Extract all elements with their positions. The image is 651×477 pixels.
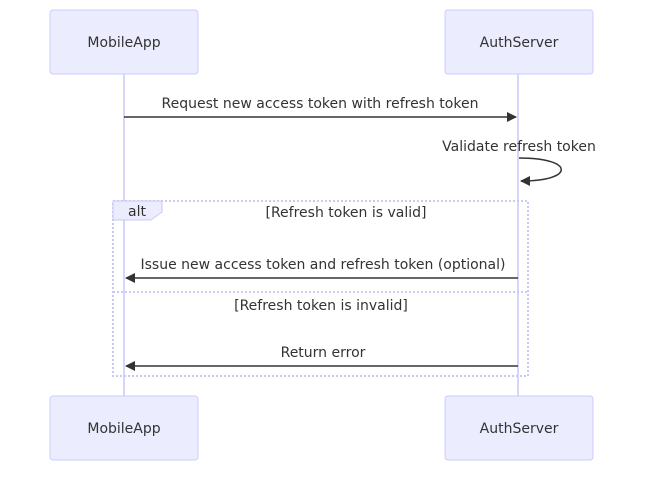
message-validate-token-arrow	[518, 157, 562, 186]
message-issue-tokens: Issue new access token and refresh token…	[125, 257, 518, 283]
message-request-token-label: Request new access token with refresh to…	[162, 96, 479, 112]
mobileapp-actor-bottom[interactable]: MobileApp	[49, 395, 199, 461]
message-request-token: Request new access token with refresh to…	[124, 96, 517, 122]
message-return-error-label: Return error	[281, 345, 366, 361]
alt-condition-valid: [Refresh token is valid]	[265, 205, 426, 221]
alt-condition-invalid: [Refresh token is invalid]	[234, 298, 408, 314]
mobileapp-actor-top-label: MobileApp	[87, 35, 160, 51]
authserver-actor-bottom-label: AuthServer	[480, 421, 559, 437]
message-validate-token: Validate refresh token	[442, 139, 596, 186]
alt-fragment: alt [Refresh token is valid] [Refresh to…	[112, 200, 529, 377]
alt-label-box	[112, 200, 163, 221]
message-issue-tokens-label: Issue new access token and refresh token…	[141, 257, 506, 273]
mobileapp-actor-top[interactable]: MobileApp	[49, 9, 199, 75]
message-validate-token-label: Validate refresh token	[442, 139, 596, 155]
authserver-actor-top-label: AuthServer	[480, 35, 559, 51]
authserver-actor-bottom[interactable]: AuthServer	[444, 395, 594, 461]
alt-keyword: alt	[128, 204, 146, 220]
mobileapp-actor-bottom-label: MobileApp	[87, 421, 160, 437]
authserver-actor-top[interactable]: AuthServer	[444, 9, 594, 75]
message-return-error: Return error	[125, 345, 518, 371]
alt-frame	[112, 200, 529, 377]
